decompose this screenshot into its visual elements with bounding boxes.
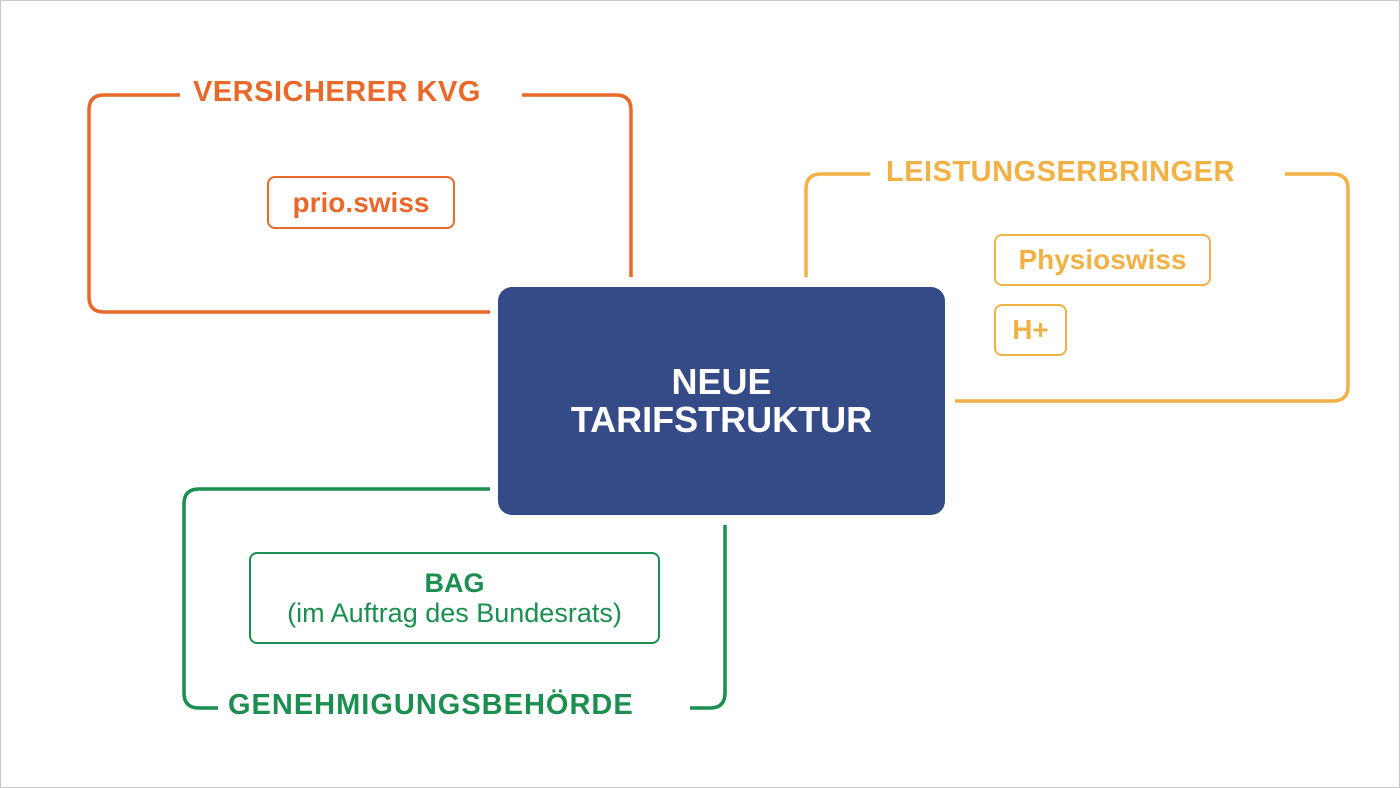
insurers-frame (87, 93, 633, 314)
authority-tag-title: BAG (424, 568, 485, 598)
center-node: NEUE TARIFSTRUKTUR (498, 287, 945, 515)
authority-title: GENEHMIGUNGSBEHÖRDE (228, 689, 634, 721)
provider-tag-label: Physioswiss (1018, 244, 1187, 275)
center-line-2: TARIFSTRUKTUR (570, 399, 873, 440)
provider-tag-physioswiss: Physioswiss (994, 234, 1211, 286)
providers-frame (804, 172, 1350, 403)
provider-tag-label: H+ (1012, 314, 1049, 345)
insurer-tag-label: prio.swiss (292, 186, 430, 218)
provider-tag-h-plus: H+ (994, 304, 1067, 356)
insurer-tag-prio-swiss: prio.swiss (267, 176, 455, 229)
authority-frame (182, 487, 727, 710)
authority-tag-bag: BAG (im Auftrag des Bundesrats) (249, 552, 660, 644)
providers-title: LEISTUNGSERBRINGER (886, 156, 1235, 188)
authority-tag-subtitle: (im Auftrag des Bundesrats) (287, 598, 622, 628)
insurers-title: VERSICHERER KVG (193, 76, 481, 108)
center-line-1: NEUE (671, 361, 772, 402)
